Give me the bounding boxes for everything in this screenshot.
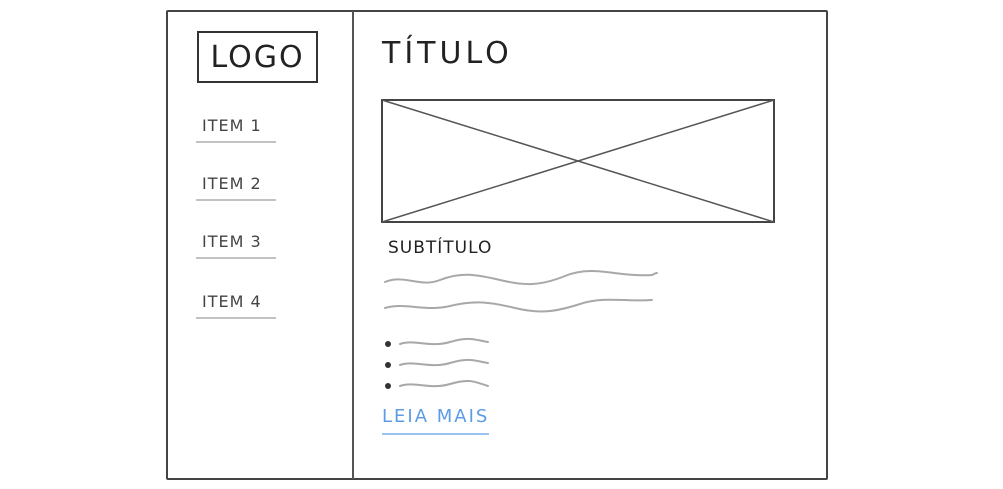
paragraph-placeholder (384, 270, 658, 313)
text-line-1 (384, 270, 658, 286)
sidebar-item-label: ITEM 1 (202, 116, 262, 135)
sidebar-divider (352, 11, 354, 479)
read-more-link[interactable]: LEIA MAIS (382, 406, 490, 435)
bullet-dot-1 (385, 341, 391, 347)
image-placeholder-border (381, 99, 775, 223)
text-line-2 (384, 298, 653, 313)
section-subtitle: SUBTÍTULO (388, 238, 493, 258)
bullet-line-2 (399, 358, 489, 367)
bullet-list-placeholder (385, 337, 489, 389)
logo-box[interactable]: LOGO (197, 31, 318, 83)
sidebar-item-label: ITEM 2 (202, 174, 262, 193)
bullet-line-3 (399, 379, 489, 388)
wireframe-frame (166, 10, 828, 480)
image-placeholder (381, 99, 775, 223)
logo-label: LOGO (210, 39, 305, 75)
bullet-dot-2 (385, 362, 391, 368)
page-title: TÍTULO (382, 36, 513, 71)
sidebar-item-3[interactable]: ITEM 3 (196, 232, 276, 259)
sidebar-item-4[interactable]: ITEM 4 (196, 292, 276, 319)
sidebar-item-1[interactable]: ITEM 1 (196, 116, 276, 143)
bullet-line-1 (399, 337, 489, 346)
bullet-dot-3 (385, 383, 391, 389)
image-placeholder-cross-b (381, 99, 775, 223)
sidebar-item-label: ITEM 4 (202, 292, 262, 311)
sidebar-item-label: ITEM 3 (202, 232, 262, 251)
sidebar-item-2[interactable]: ITEM 2 (196, 174, 276, 201)
